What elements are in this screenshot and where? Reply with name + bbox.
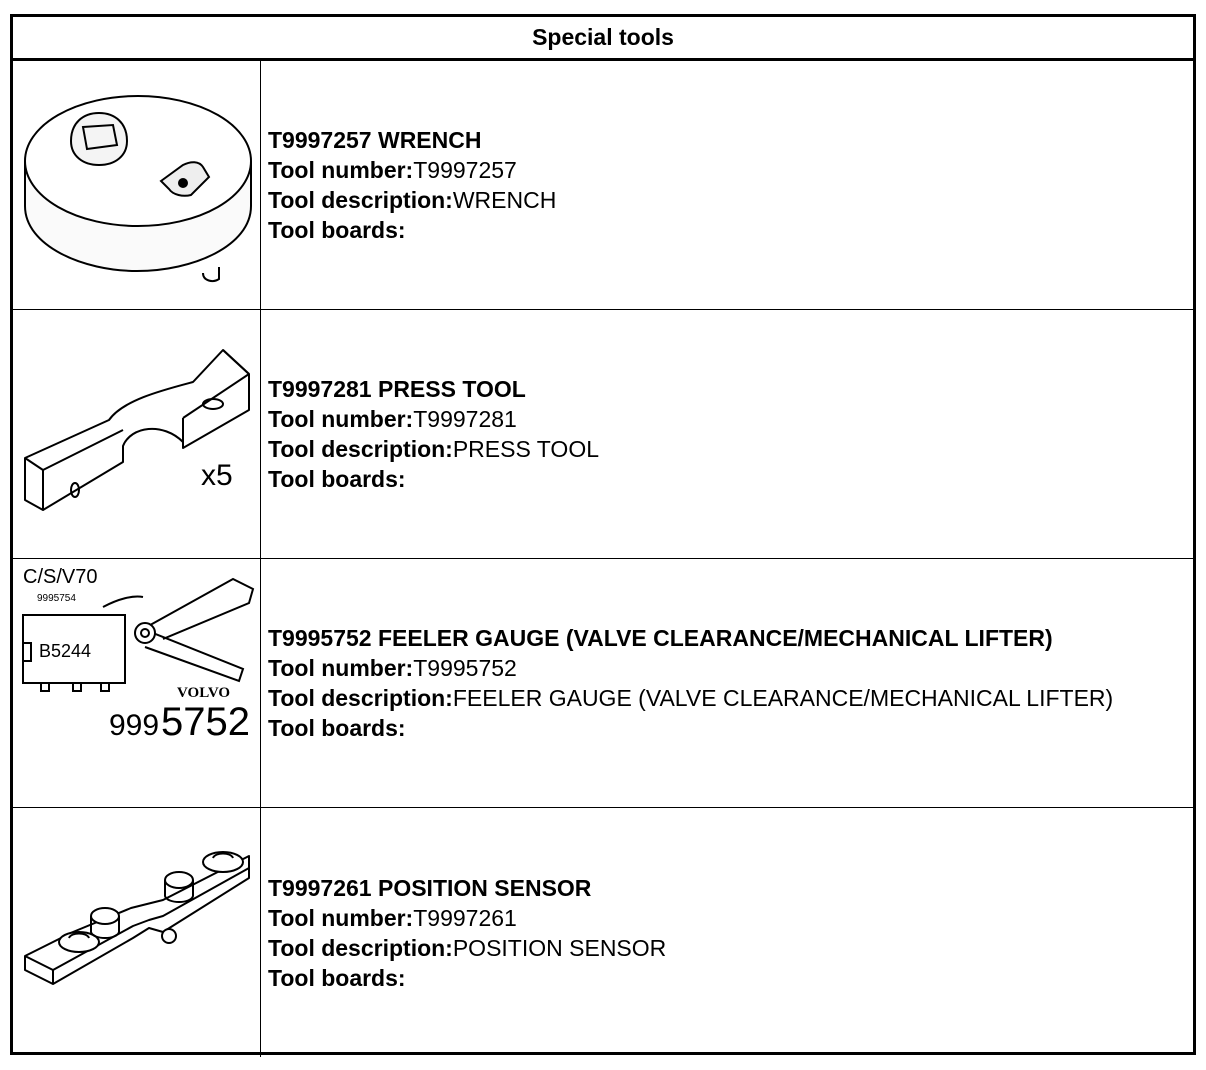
tool-number-value: T9995752 <box>413 655 517 681</box>
wrench-illustration <box>13 61 261 309</box>
tool-description-label: Tool description: <box>268 685 453 711</box>
tool-description-value: POSITION SENSOR <box>452 934 667 961</box>
tool-row: x5 T9997281 PRESS TOOL Tool number:T9997… <box>13 310 1193 559</box>
tool-description-label: Tool description: <box>268 436 453 462</box>
position-sensor-illustration <box>13 808 261 1057</box>
press-tool-illustration: x5 <box>13 310 261 558</box>
tool-number-value: T9997281 <box>413 406 517 432</box>
tool-description-label: Tool description: <box>268 187 453 213</box>
tool-boards-label: Tool boards: <box>268 964 406 991</box>
tool-details: T9997281 PRESS TOOL Tool number:T9997281… <box>268 310 1189 558</box>
part-prefix: 999 <box>109 709 159 742</box>
tool-row: C/S/V70 9995754 B5244 VOLVO 999 5752 <box>13 559 1193 808</box>
tool-number-label: Tool number: <box>268 406 414 432</box>
tool-description-value: PRESS TOOL <box>452 436 599 462</box>
tool-heading: T9997257 WRENCH <box>268 127 482 153</box>
tool-description-label: Tool description: <box>268 934 453 961</box>
tool-number-label: Tool number: <box>268 157 414 183</box>
tool-number-value: T9997257 <box>413 157 517 183</box>
tool-number-value: T9997261 <box>413 904 517 931</box>
tool-row: T9997261 POSITION SENSOR Tool number:T99… <box>13 808 1193 1057</box>
special-tools-table: Special tools T9997257 WRENCH Tool numbe… <box>10 14 1196 1057</box>
model-label: C/S/V70 <box>23 566 97 588</box>
tool-details: T9997261 POSITION SENSOR Tool number:T99… <box>268 808 1189 1057</box>
tool-heading: T9997281 PRESS TOOL <box>268 376 526 402</box>
engine-label: B5244 <box>39 641 91 661</box>
table-title: Special tools <box>532 24 674 50</box>
quantity-label: x5 <box>201 459 233 492</box>
tool-boards-label: Tool boards: <box>268 466 406 492</box>
tool-boards-label: Tool boards: <box>268 715 406 741</box>
ref-label: 9995754 <box>37 593 76 604</box>
tool-details: T9995752 FEELER GAUGE (VALVE CLEARANCE/M… <box>268 559 1189 807</box>
brand-logo: VOLVO <box>177 685 230 701</box>
feeler-gauge-illustration: C/S/V70 9995754 B5244 VOLVO 999 5752 <box>13 559 261 807</box>
tool-description-value: FEELER GAUGE (VALVE CLEARANCE/MECHANICAL… <box>452 685 1114 711</box>
tool-details: T9997257 WRENCH Tool number:T9997257 Too… <box>268 61 1189 309</box>
tool-row: T9997257 WRENCH Tool number:T9997257 Too… <box>13 61 1193 310</box>
tool-description-value: WRENCH <box>452 187 557 213</box>
table-header: Special tools <box>13 17 1193 61</box>
part-suffix: 5752 <box>161 700 250 744</box>
tool-boards-label: Tool boards: <box>268 217 406 243</box>
tool-heading: T9995752 FEELER GAUGE (VALVE CLEARANCE/M… <box>268 625 1053 651</box>
tool-number-label: Tool number: <box>268 904 414 931</box>
tool-heading: T9997261 POSITION SENSOR <box>268 874 592 901</box>
tool-number-label: Tool number: <box>268 655 414 681</box>
